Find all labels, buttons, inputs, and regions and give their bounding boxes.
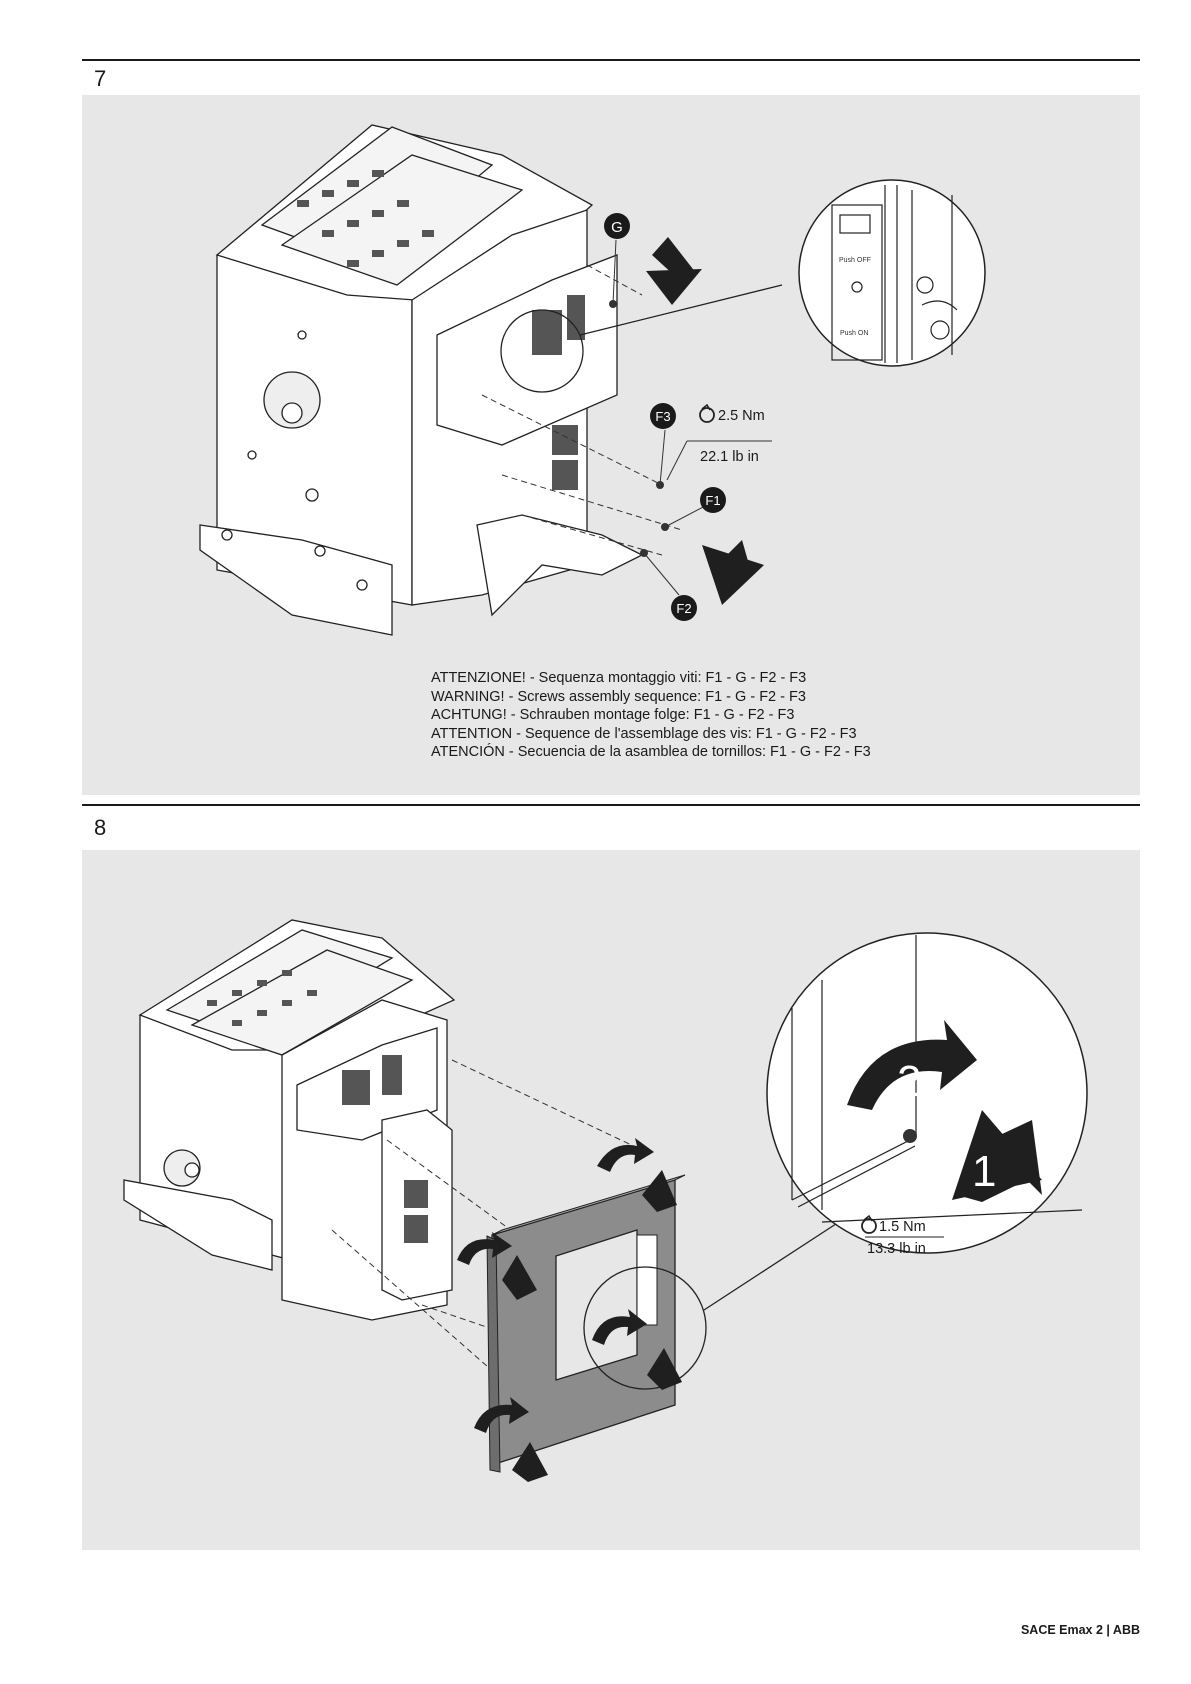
footer-product-brand: SACE Emax 2 | ABB: [1020, 1623, 1140, 1637]
zoom-detail: Push OFF Push ON: [798, 179, 986, 367]
torque-lbin-8: 13.3 lb in: [867, 1241, 926, 1257]
svg-text:G: G: [611, 219, 623, 236]
step-7-top-rule: [82, 59, 1140, 61]
zoom-source-circle: [500, 309, 584, 393]
seq-1-label: 1: [972, 1147, 996, 1196]
zoom-source-circle-8: [583, 1266, 707, 1390]
push-on-label: Push ON: [840, 330, 868, 337]
step-8-illustration: 2 1 1.5 Nm 13.3 lb in: [123, 919, 1088, 1482]
badge-f1: F1: [700, 487, 726, 513]
torque-nm: 2.5 Nm: [718, 408, 765, 424]
svg-text:F1: F1: [705, 493, 720, 508]
step-7-panel: Push OFF Push ON G: [82, 95, 1140, 795]
svg-text:F3: F3: [655, 409, 670, 424]
step-7-illustration: Push OFF Push ON G: [199, 124, 986, 636]
mounting-frame: [486, 1174, 686, 1473]
badge-f2: F2: [671, 595, 697, 621]
step-7-number: 7: [94, 66, 107, 91]
torque-callout-7: 2.5 Nm 22.1 lb in: [699, 403, 765, 465]
warning-es: ATENCIÓN - Secuencia de la asamblea de t…: [431, 744, 871, 760]
svg-text:F2: F2: [676, 601, 691, 616]
zoom-detail-8: 2 1 1.5 Nm 13.3 lb in: [766, 932, 1088, 1257]
lifting-bracket: [476, 514, 644, 617]
step-8-number: 8: [94, 815, 107, 840]
seq-2-label: 2: [897, 1057, 921, 1106]
warning-en: WARNING! - Screws assembly sequence: F1 …: [431, 688, 806, 705]
badge-f3: F3: [650, 403, 676, 429]
step-8-panel: 2 1 1.5 Nm 13.3 lb in: [82, 850, 1140, 1550]
warning-fr: ATTENTION - Sequence de l'assemblage des…: [431, 725, 857, 742]
warning-de: ACHTUNG! - Schrauben montage folge: F1 -…: [431, 707, 795, 723]
arrow-g: [652, 237, 696, 277]
frame-seq-arrows: [457, 1138, 682, 1482]
torque-nm-8: 1.5 Nm: [879, 1219, 926, 1235]
arrow-rotate-2: [847, 1020, 977, 1110]
warning-it: ATTENZIONE! - Sequenza montaggio viti: F…: [431, 670, 807, 686]
badge-g: G: [604, 213, 630, 239]
warning-sequence-text: ATTENZIONE! - Sequenza montaggio viti: F…: [431, 669, 871, 762]
torque-lbin: 22.1 lb in: [700, 449, 759, 465]
push-off-label: Push OFF: [839, 257, 871, 264]
breaker-base-foot: [199, 524, 393, 636]
step-8-top-rule: [82, 804, 1140, 806]
